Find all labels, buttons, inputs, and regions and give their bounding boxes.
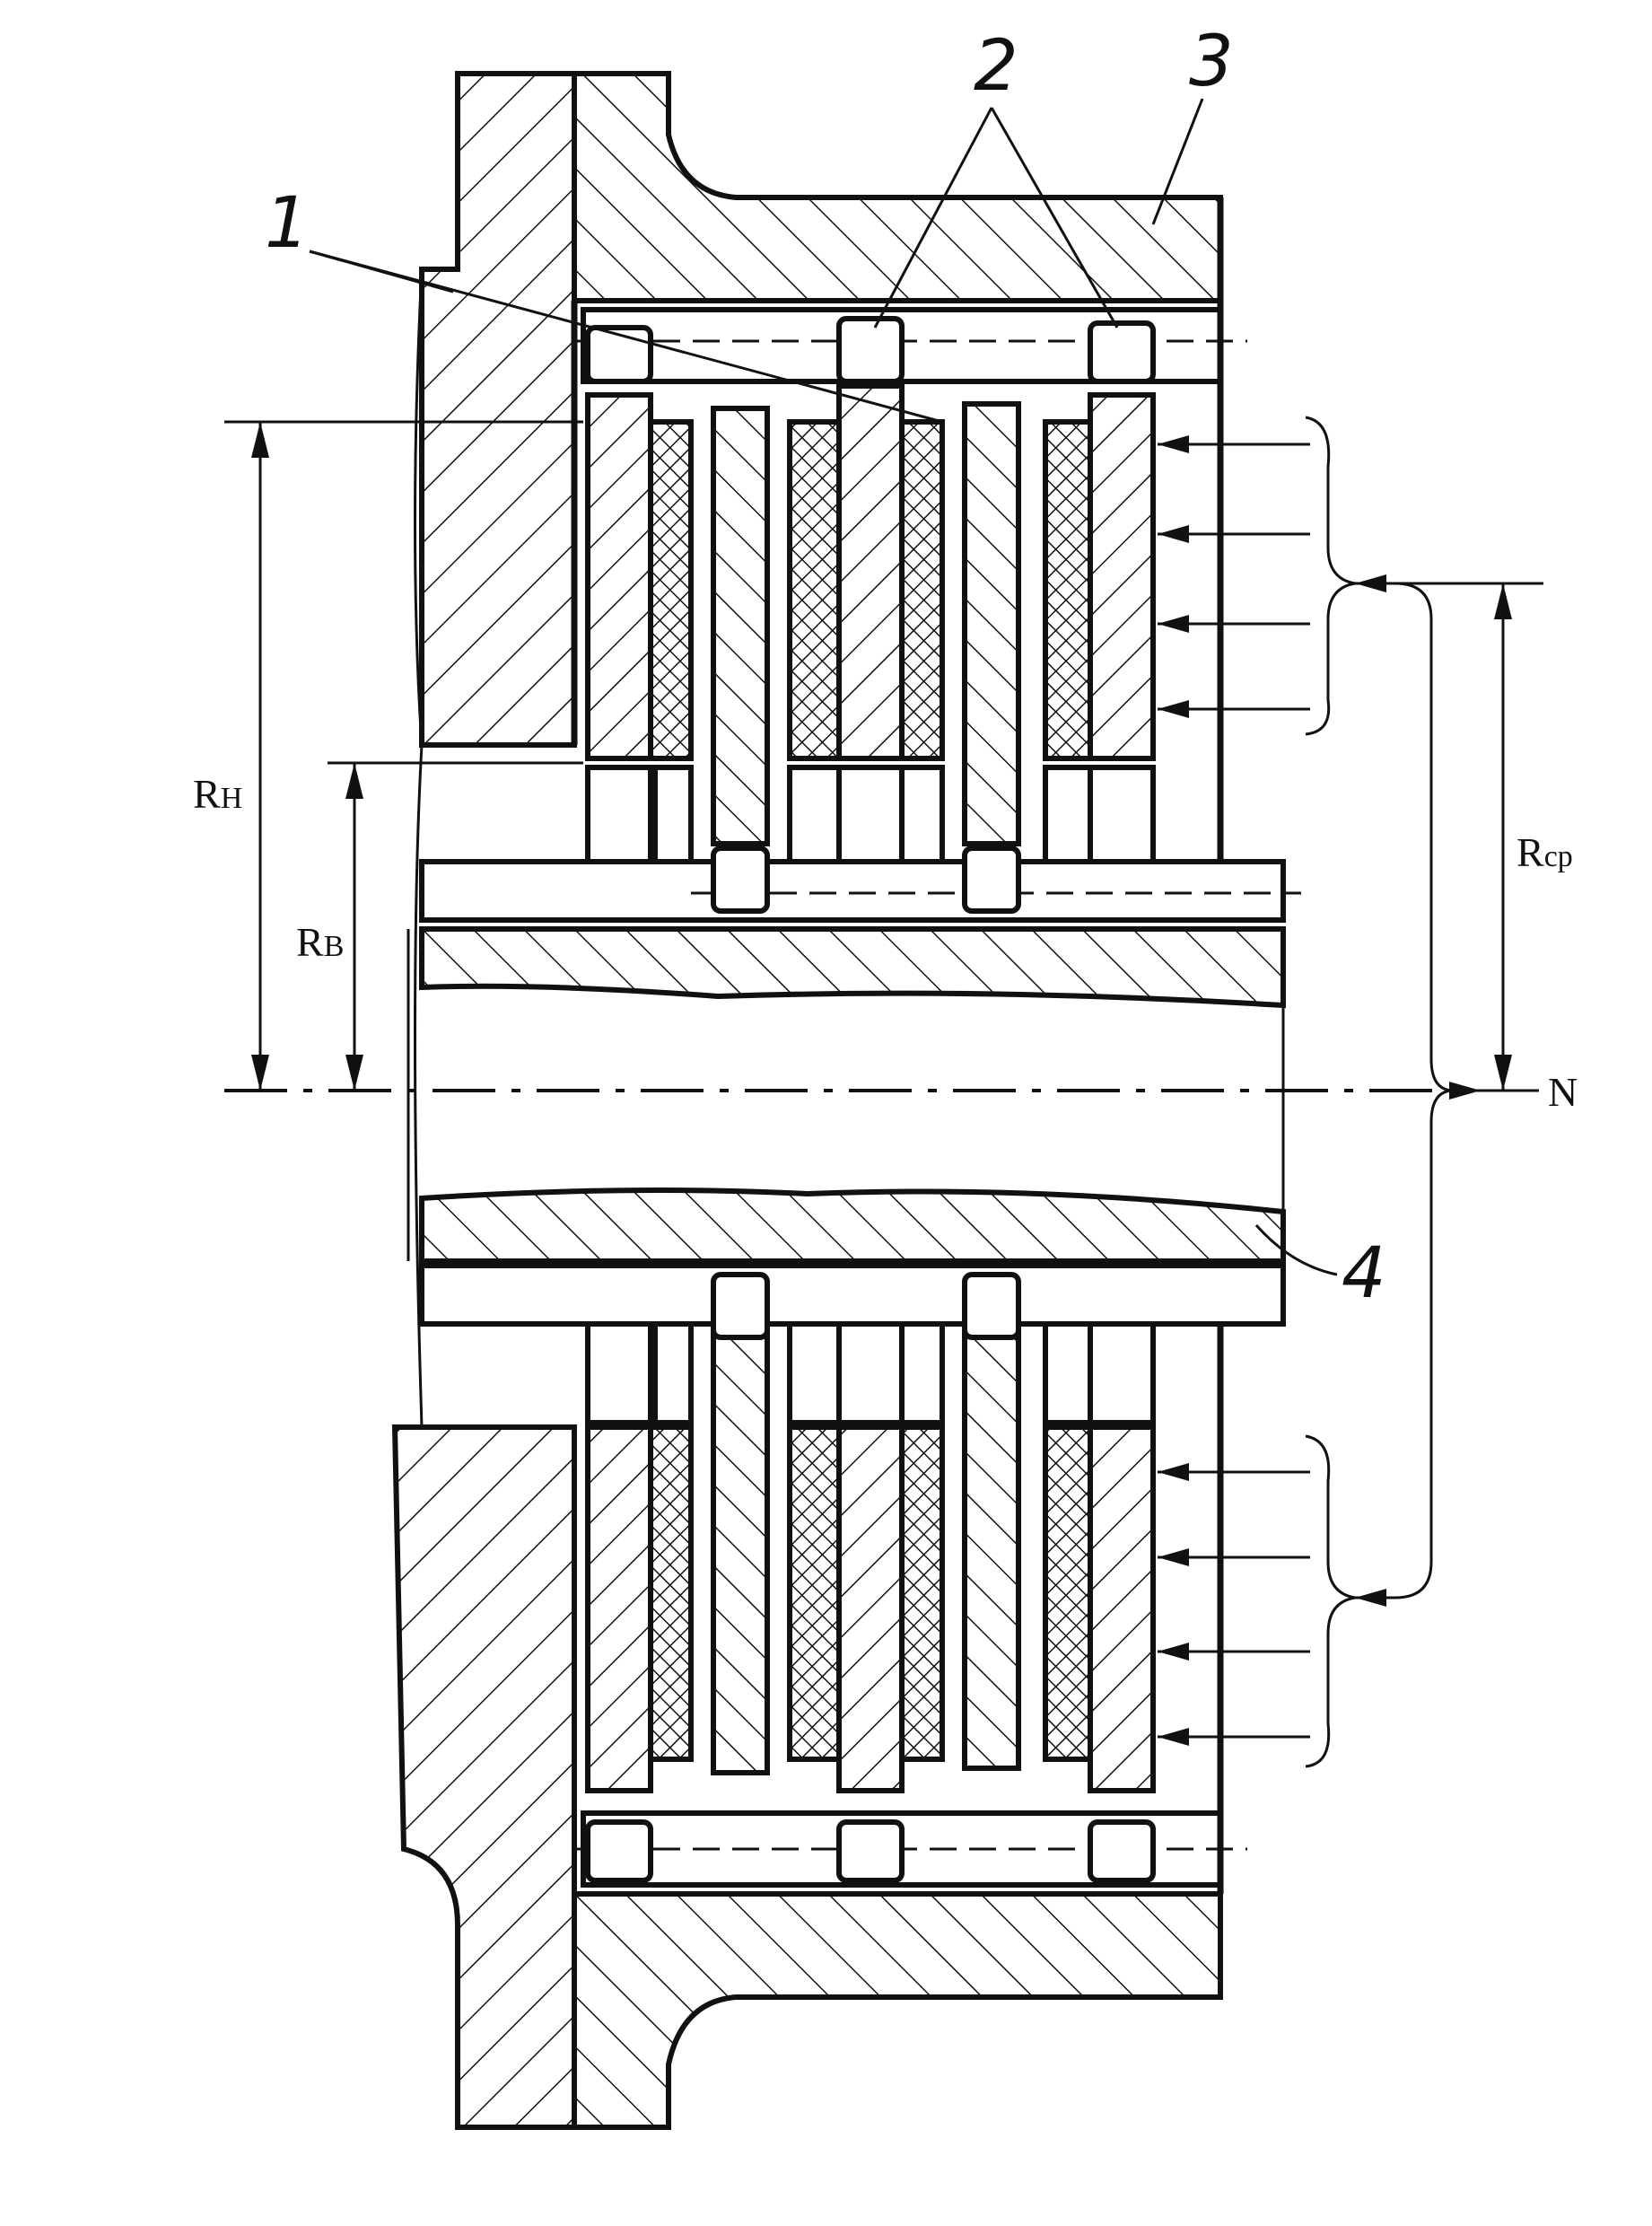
lower-disc-pack [419,1263,1286,1894]
upper-pressure-arrows [1158,416,1356,736]
rb-dimension-label: RВ [296,919,344,965]
callout-leaders [309,98,1338,1276]
dimension-lines [224,420,1543,1091]
upper-disc-pack [419,197,1301,923]
force-n-label: N [1548,1069,1578,1115]
rh-dimension-label: RН [193,771,242,817]
callout-4-label: 4 [1342,1233,1386,1314]
lower-pressure-arrows [1158,1434,1356,1768]
callout-1-label: 1 [265,183,310,264]
callout-3-label: 3 [1189,22,1234,102]
shaft [224,926,1454,1264]
rcp-dimension-label: Rср [1517,829,1573,875]
callout-2-label: 2 [974,26,1018,107]
left-flange [391,71,1223,2130]
